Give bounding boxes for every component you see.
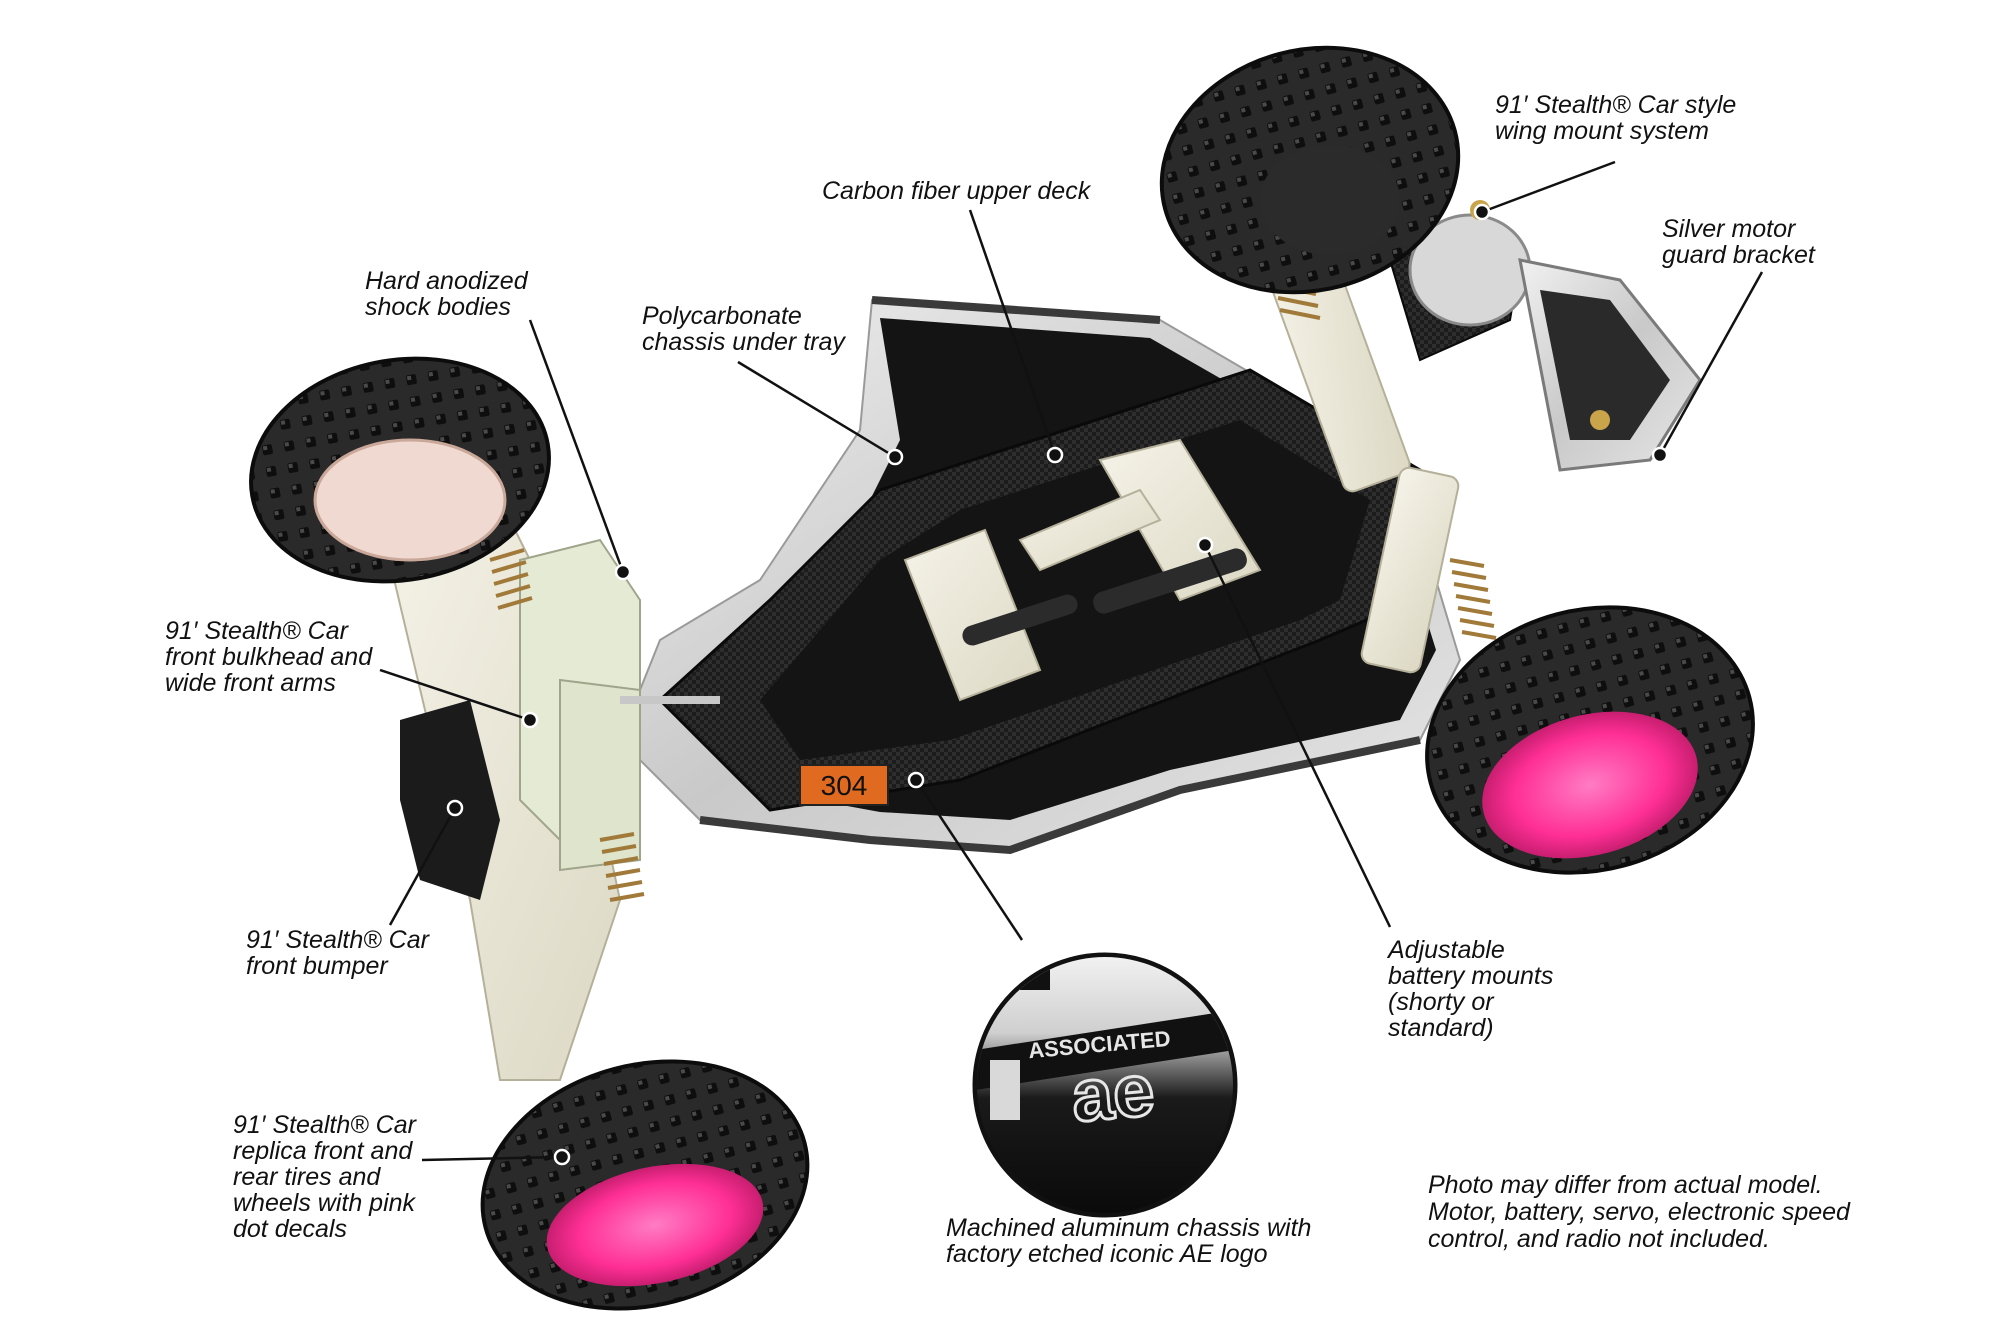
callout-tires-wheels: 91′ Stealth® Car replica front and rear … — [233, 1111, 416, 1243]
callout-shock-bodies: Hard anodized shock bodies — [365, 267, 528, 321]
callout-motor-guard: Silver motor guard bracket — [1662, 215, 1815, 269]
callout-upper-deck: Carbon fiber upper deck — [822, 177, 1091, 205]
leader-shock-bodies — [528, 319, 625, 573]
leader-chassis — [914, 779, 1024, 941]
rear-suspension — [1259, 200, 1702, 674]
chassis-detail-inset: ASSOCIATED ae — [972, 952, 1238, 1218]
disclaimer-text: Photo may differ from actual model. Moto… — [1428, 1171, 1850, 1253]
leader-upper-deck — [968, 209, 1057, 456]
leader-lines — [379, 160, 1764, 1162]
callout-bulkhead: 91′ Stealth® Car front bulkhead and wide… — [165, 617, 373, 697]
tire-front-right — [249, 356, 551, 584]
callout-front-bumper: 91′ Stealth® Car front bumper — [246, 926, 429, 980]
leader-dots — [446, 203, 1669, 1166]
leader-wing-mount — [1481, 160, 1616, 214]
leader-bulkhead — [379, 668, 531, 722]
tire-rear-right — [1159, 45, 1461, 295]
callout-chassis: Machined aluminum chassis with factory e… — [946, 1214, 1312, 1268]
leader-motor-guard — [1658, 271, 1764, 456]
detail-logo-text: ae — [1068, 1048, 1157, 1138]
leader-under-tray — [737, 360, 896, 459]
front-suspension — [378, 498, 720, 1081]
tire-front-left — [480, 1059, 810, 1311]
callout-under-tray: Polycarbonate chassis under tray — [642, 302, 845, 356]
battery-mounts — [903, 438, 1262, 702]
number-plate: 304 — [799, 764, 889, 806]
leader-front-bumper — [388, 807, 457, 926]
leader-battery-mounts — [1203, 544, 1392, 928]
callout-battery-mounts: Adjustable battery mounts (shorty or sta… — [1388, 936, 1554, 1042]
tire-rear-left — [1425, 605, 1755, 875]
leader-tires — [421, 1155, 563, 1162]
number-plate-text: 304 — [821, 770, 868, 801]
callout-wing-mount: 91′ Stealth® Car style wing mount system — [1495, 91, 1737, 145]
